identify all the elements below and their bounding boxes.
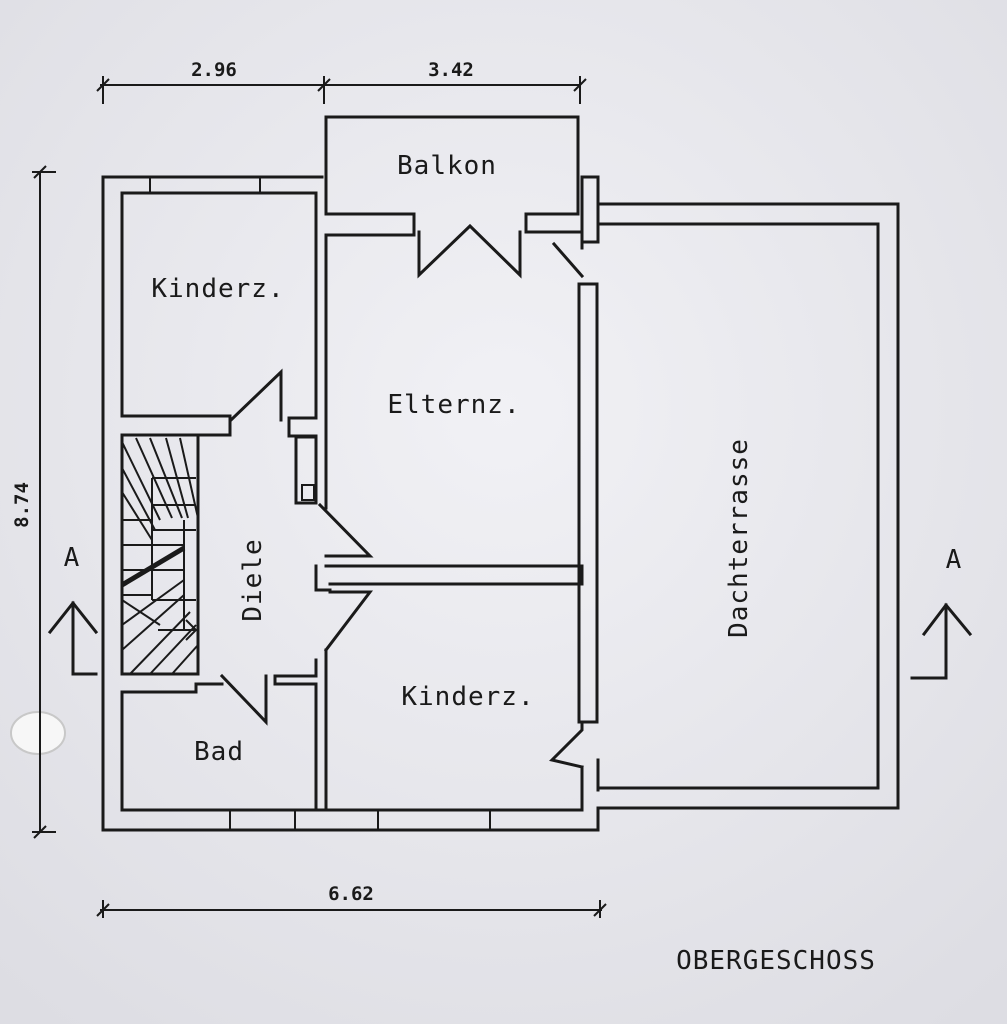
punch-hole — [10, 711, 66, 755]
balcony — [324, 115, 584, 279]
dimension-top-left: 2.96 — [191, 59, 237, 81]
staircase — [120, 434, 200, 676]
room-label-kinderz-bottom: Kinderz. — [401, 682, 534, 712]
section-mark-right — [910, 602, 973, 680]
outer-walls — [101, 175, 600, 832]
roof-terrace — [580, 175, 900, 810]
room-label-elternz: Elternz. — [387, 390, 520, 420]
plan-title: OBERGESCHOSS — [676, 946, 876, 976]
room-label-balkon: Balkon — [397, 151, 497, 181]
room-label-bad: Bad — [194, 737, 244, 767]
room-label-kinderz-top: Kinderz. — [151, 274, 284, 304]
dimension-height: 8.74 — [11, 482, 33, 528]
section-mark-left — [47, 600, 99, 676]
dimension-lines — [32, 76, 607, 918]
dimension-top-right: 3.42 — [428, 59, 474, 81]
interior-walls — [120, 191, 600, 812]
dimension-bottom: 6.62 — [328, 883, 374, 905]
room-label-diele: Diele — [238, 538, 268, 621]
section-label-right: A — [946, 545, 963, 575]
section-label-left: A — [64, 543, 81, 573]
room-label-dachterrasse: Dachterrasse — [724, 438, 754, 638]
